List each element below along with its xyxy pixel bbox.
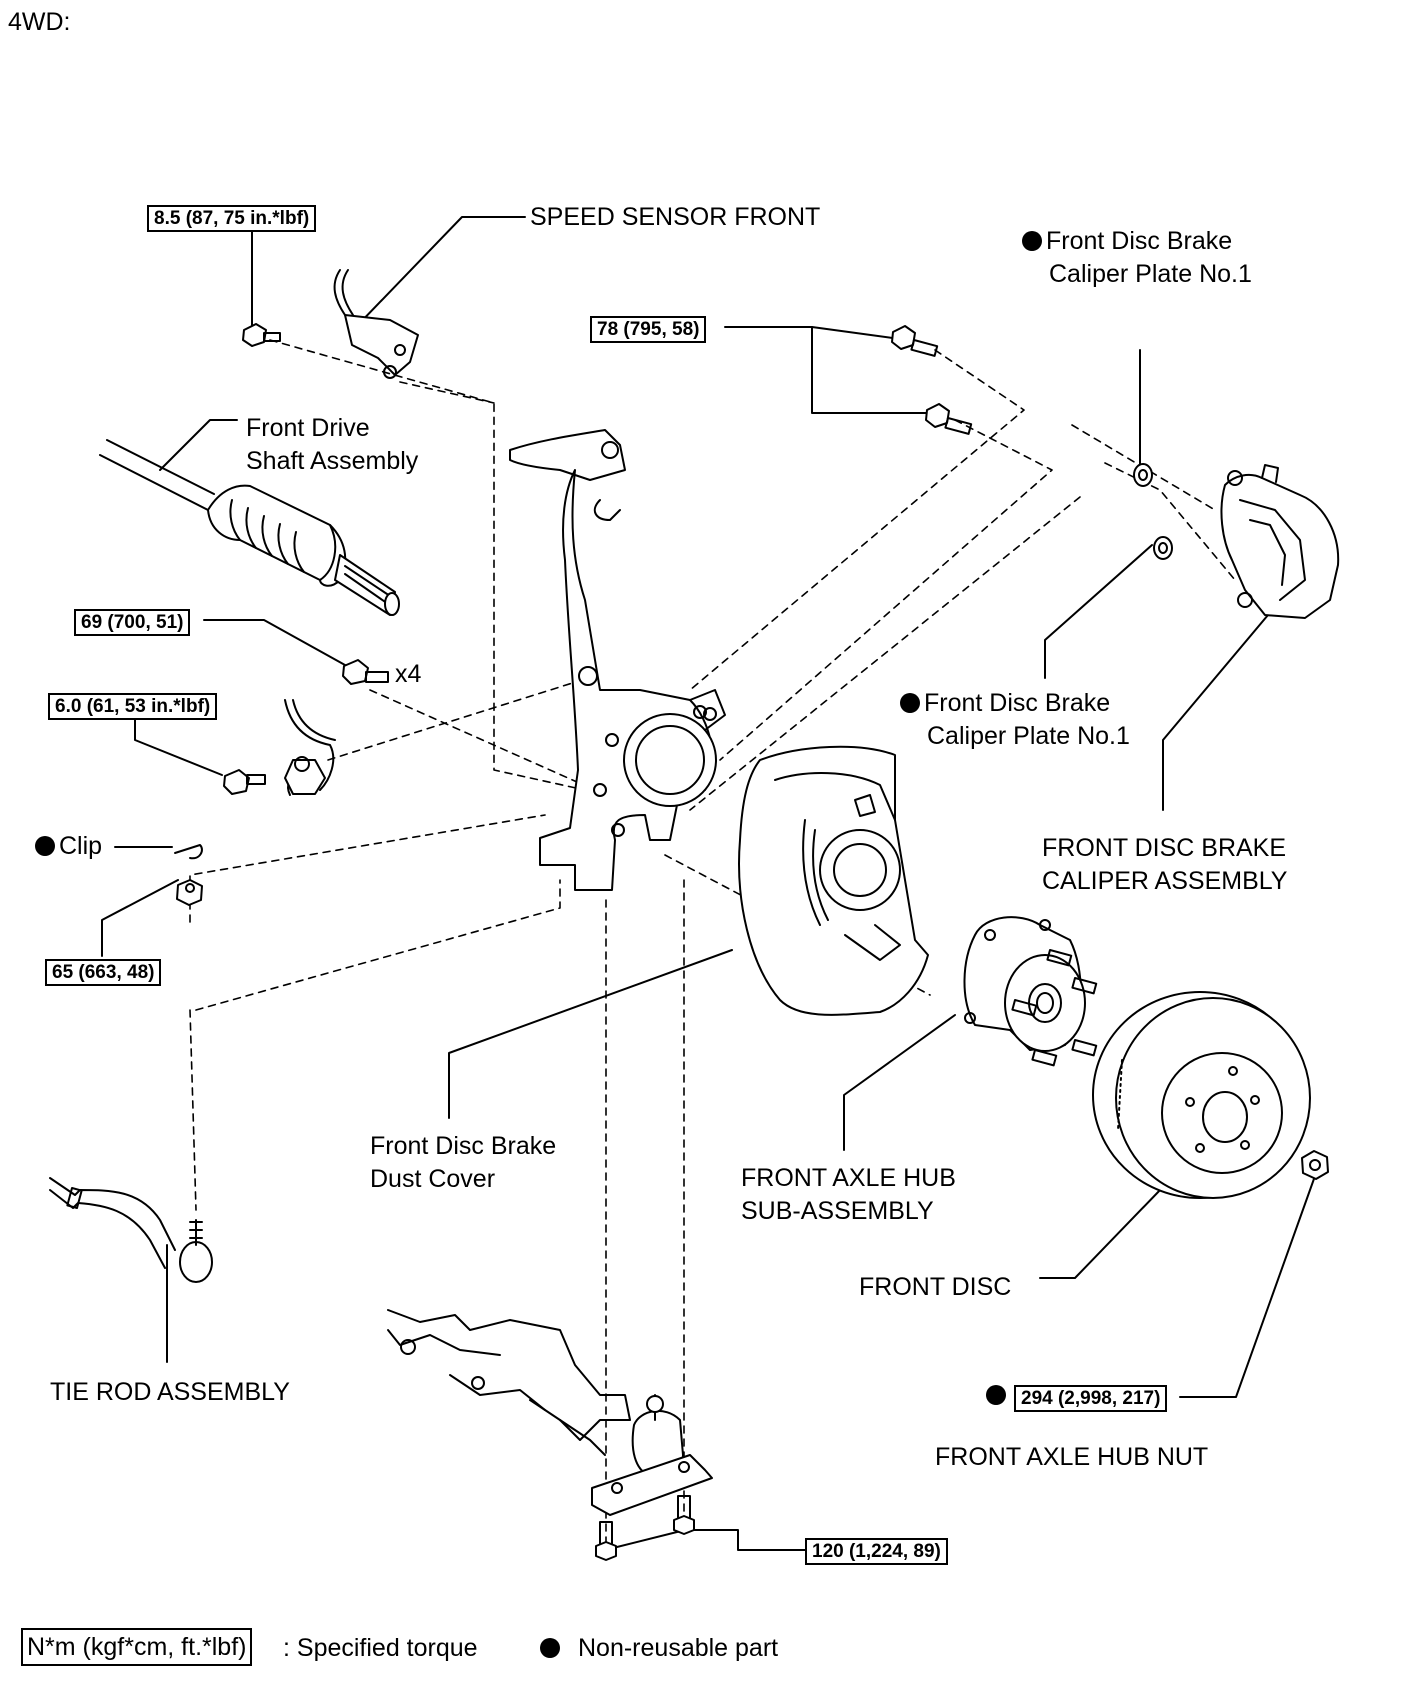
legend-non-reusable-icon — [540, 1638, 564, 1661]
front-disc-illustration — [1092, 991, 1311, 1199]
hub-nut-illustration — [1301, 1150, 1329, 1180]
axle-hub-illustration — [963, 916, 1098, 1067]
label-dust-cover: Front Disc Brake Dust Cover — [370, 1132, 557, 1193]
label-axle-hub: FRONT AXLE HUB SUB-ASSEMBLY — [741, 1164, 956, 1225]
tie-rod-illustration — [49, 1177, 213, 1283]
label-speed-sensor: SPEED SENSOR FRONT — [530, 203, 821, 231]
caliper-assembly-illustration — [1220, 464, 1340, 619]
steering-knuckle-illustration — [509, 429, 726, 891]
legend-torque-unit: N*m (kgf*cm, ft.*lbf) — [21, 1628, 253, 1666]
label-drive-shaft: Front Drive Shaft Assembly — [246, 414, 419, 475]
torque-speed-sensor-bolt: 8.5 (87, 75 in.*lbf) — [147, 205, 317, 232]
torque-drive-shaft-bolt: 69 (700, 51) — [74, 609, 191, 636]
legend-torque-desc: : Specified torque — [283, 1634, 478, 1662]
caliper-plate-washers-illustration — [1133, 463, 1173, 560]
label-hub-nut: FRONT AXLE HUB NUT — [935, 1443, 1209, 1471]
torque-harness-bolt: 6.0 (61, 53 in.*lbf) — [48, 693, 218, 720]
hub-nut-dot-icon — [986, 1385, 1010, 1408]
torque-hub-nut: 294 (2,998, 217) — [1014, 1385, 1168, 1412]
speed-sensor-illustration — [333, 269, 419, 379]
label-caliper-assembly: FRONT DISC BRAKE CALIPER ASSEMBLY — [1042, 834, 1288, 895]
clip-illustration — [174, 844, 203, 860]
page-header: 4WD: — [8, 8, 71, 36]
label-bolt-count: x4 — [395, 660, 422, 688]
label-front-disc: FRONT DISC — [859, 1273, 1012, 1301]
ball-joint-illustration — [591, 1394, 713, 1516]
torque-caliper-bolt: 78 (795, 58) — [590, 316, 707, 343]
label-caliper-plate-mid: Front Disc Brake Caliper Plate No.1 — [900, 687, 1130, 753]
label-tie-rod: TIE ROD ASSEMBLY — [50, 1378, 290, 1406]
non-reusable-dot-icon — [1022, 231, 1042, 251]
speed-sensor-bolt-illustration — [242, 323, 281, 347]
caliper-bolts-illustration — [891, 325, 973, 435]
legend-non-reusable-desc: Non-reusable part — [578, 1634, 779, 1662]
drive-shaft-illustration — [99, 439, 400, 616]
lower-arm-illustration — [387, 1309, 631, 1456]
dust-cover-illustration — [738, 745, 929, 1016]
assembly-paths — [189, 339, 1236, 1551]
label-caliper-plate-top: Front Disc Brake Caliper Plate No.1 — [1022, 225, 1252, 291]
drive-shaft-bolt-illustration — [342, 659, 389, 685]
non-reusable-dot-icon — [35, 836, 55, 856]
label-clip: Clip — [35, 830, 102, 863]
harness-clamp-illustration — [223, 699, 336, 796]
torque-tie-rod-nut: 65 (663, 48) — [45, 959, 162, 986]
non-reusable-dot-icon — [900, 693, 920, 713]
torque-lower-arm-bolt: 120 (1,224, 89) — [805, 1538, 948, 1565]
lower-arm-bolts-illustration — [595, 1495, 695, 1561]
leader-lines — [101, 216, 1321, 1551]
tie-rod-nut-illustration — [176, 879, 203, 906]
